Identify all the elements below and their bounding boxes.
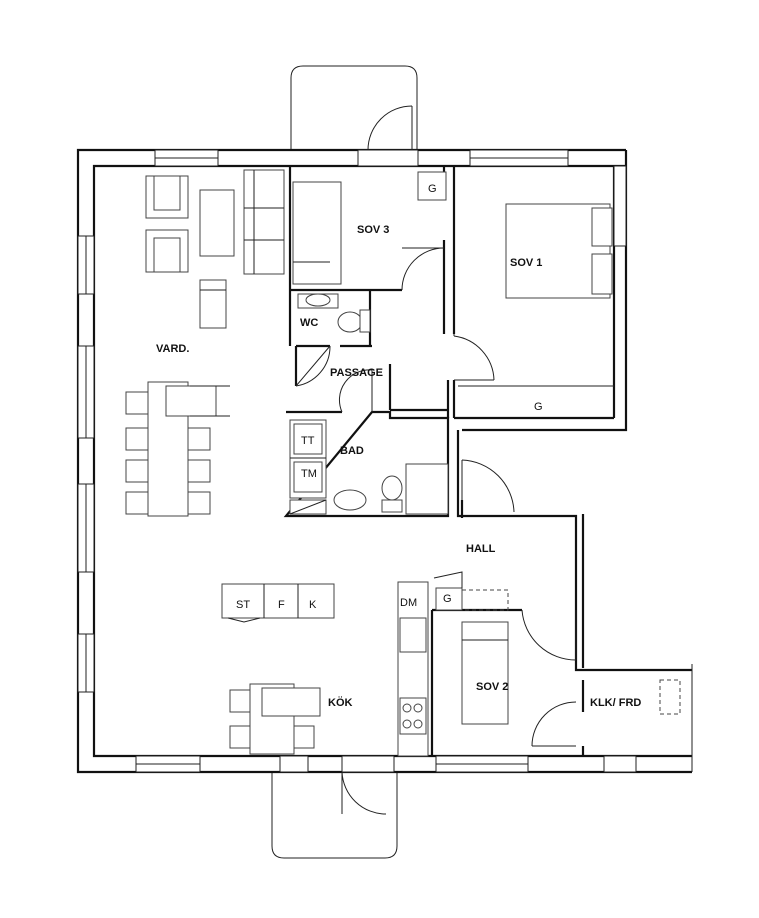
doors (295, 105, 577, 815)
label-f: F (278, 599, 285, 611)
room-labels: SOV 3 SOV 1 WC VARD. PASSAGE BAD HALL KÖ… (156, 224, 641, 709)
label-sov2: SOV 2 (476, 681, 508, 693)
interior-walls (283, 166, 585, 756)
fixture-labels: G G G TT TM ST F K DM (236, 183, 543, 611)
label-sov3: SOV 3 (357, 224, 389, 236)
label-klk-frd: KLK/ FRD (590, 697, 641, 709)
label-k: K (309, 599, 317, 611)
sov3-furniture (292, 171, 447, 285)
label-dm: DM (400, 597, 417, 609)
label-g-sov3: G (428, 183, 437, 195)
living-furniture (145, 169, 285, 329)
label-sov1: SOV 1 (510, 257, 542, 269)
sov1-furniture (458, 203, 614, 387)
label-tt: TT (301, 435, 315, 447)
balcony-north (290, 65, 418, 150)
kitchen-fixtures (221, 581, 429, 757)
label-g-hall: G (443, 593, 452, 605)
label-bad: BAD (340, 445, 364, 457)
label-kok: KÖK (328, 696, 353, 709)
label-passage: PASSAGE (330, 367, 383, 379)
label-st: ST (236, 599, 250, 611)
label-g-sov1: G (534, 401, 543, 413)
bad-fixtures (289, 419, 449, 515)
hall-fixtures (433, 571, 681, 725)
wc-fixtures (297, 293, 371, 333)
balcony-south (271, 772, 398, 859)
label-tm: TM (301, 468, 317, 480)
dining-table (125, 381, 230, 517)
label-vard: VARD. (156, 343, 189, 355)
label-hall: HALL (466, 543, 496, 555)
windows (77, 149, 637, 773)
label-wc: WC (300, 317, 318, 329)
